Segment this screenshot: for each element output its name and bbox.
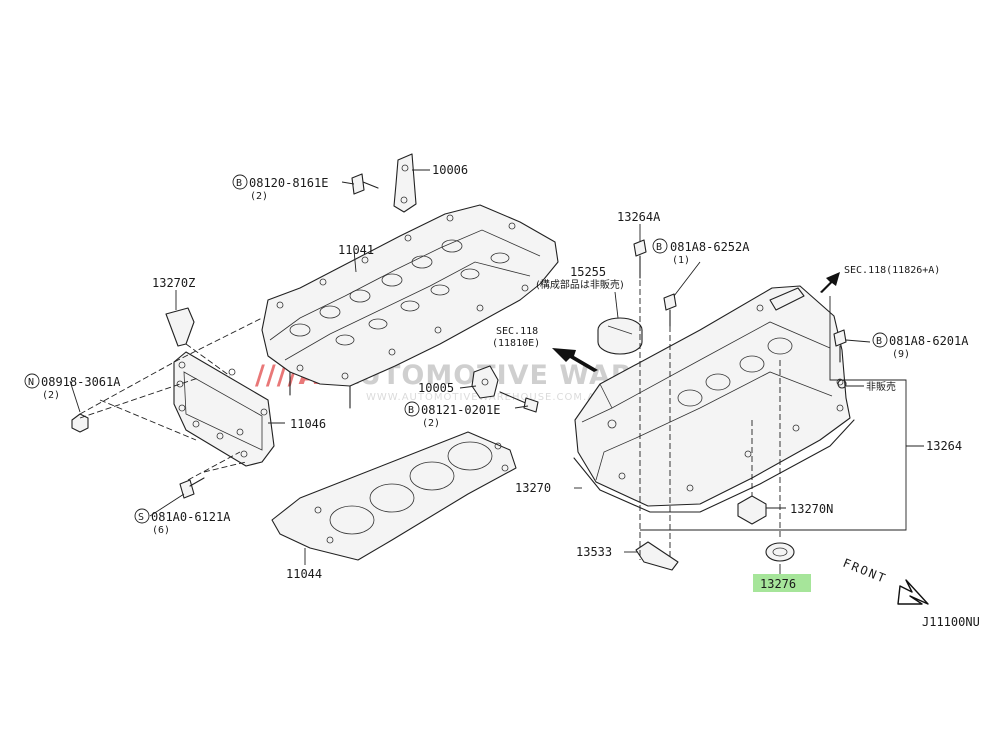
label-08918-3061A: 08918-3061A [41,375,121,389]
label-11044: 11044 [286,567,322,581]
rocker-cover-13264 [574,285,851,507]
cylinder-head-11041 [261,204,559,409]
label-13533: 13533 [576,545,612,559]
callout-081A0-6121A: S 081A0-6121A (6) [134,508,231,536]
head-gasket-11044 [271,431,517,561]
label-11046: 11046 [290,417,326,431]
callout-13276-highlighted[interactable]: 13276 [753,574,811,592]
marker-b-4: B [876,336,882,347]
assembly-lines-right [639,280,781,560]
nut-08918-3061A [71,413,89,433]
qty-08918-3061A: (2) [42,390,60,401]
label-081A0-6121A: 081A0-6121A [151,510,231,524]
label-13276: 13276 [760,577,796,591]
callout-08120-8161E: B 08120-8161E (2) [232,174,328,202]
seal-13276 [765,542,795,562]
bolt-13264A [633,239,647,279]
label-not-sold: 非販売 [866,380,896,393]
qty-081A8-6252A: (1) [672,255,690,266]
note-15255: (構成部品は非販売) [536,278,624,291]
label-13270Z: 13270Z [152,276,195,290]
qty-08120-8161E: (2) [250,191,268,202]
arrow-sec-11810E [552,348,598,372]
label-10005: 10005 [418,381,454,395]
label-sec-11810E: (11810E) [492,338,540,349]
qty-081A0-6121A: (6) [152,525,170,536]
highlight-box [753,574,811,592]
bolt-08121-0201E [499,391,539,413]
sealant-13270Z [165,307,195,347]
callout-08121-0201E: B 08121-0201E (2) [404,401,500,429]
bolt-081A0-6121A [179,477,205,499]
label-081A8-6201A: 081A8-6201A [889,334,969,348]
callout-081A8-6252A: B 081A8-6252A (1) [652,238,750,266]
label-15255: 15255 [570,265,606,279]
diagram-code: J11100NU [922,615,980,629]
bolt-08120-8161E [351,173,379,195]
label-10006: 10006 [432,163,468,177]
label-13270N: 13270N [790,502,833,516]
assembly-lines-left [79,317,263,481]
gasket-13270 [573,419,855,513]
grommet-13270N [737,495,767,525]
marker-s: S [138,512,144,523]
label-08120-8161E: 08120-8161E [249,176,328,190]
callout-081A8-6201A: B 081A8-6201A (9) [872,332,969,360]
label-11041: 11041 [338,243,374,257]
qty-08121-0201E: (2) [422,418,440,429]
marker-b-3: B [656,242,662,253]
bracket-13533 [635,541,679,571]
label-front: FRONT [841,556,889,586]
arrow-sec-11826 [820,272,840,293]
label-13264A: 13264A [617,210,661,224]
bracket-10006 [393,153,417,213]
oil-filler-cap-15255 [597,317,643,355]
marker-n: N [28,377,34,388]
bolt-081A8-6201A [833,329,847,389]
side-cover-11046 [173,351,275,467]
marker-b-1: B [236,178,242,189]
marker-b-2: B [408,405,414,416]
label-081A8-6252A: 081A8-6252A [670,240,750,254]
qty-081A8-6201A: (9) [892,349,910,360]
front-arrow [897,579,929,605]
bolt-081A8-6252A [663,293,677,327]
label-08121-0201E: 08121-0201E [421,403,500,417]
label-sec-11826: SEC.118(11826+A) [844,265,940,276]
callout-08918-3061A: N 08918-3061A (2) [24,373,121,401]
label-sec-118: SEC.118 [496,326,538,337]
label-13270: 13270 [515,481,551,495]
label-13264: 13264 [926,439,962,453]
leader-lines [69,169,924,574]
bracket-10005 [471,365,499,399]
